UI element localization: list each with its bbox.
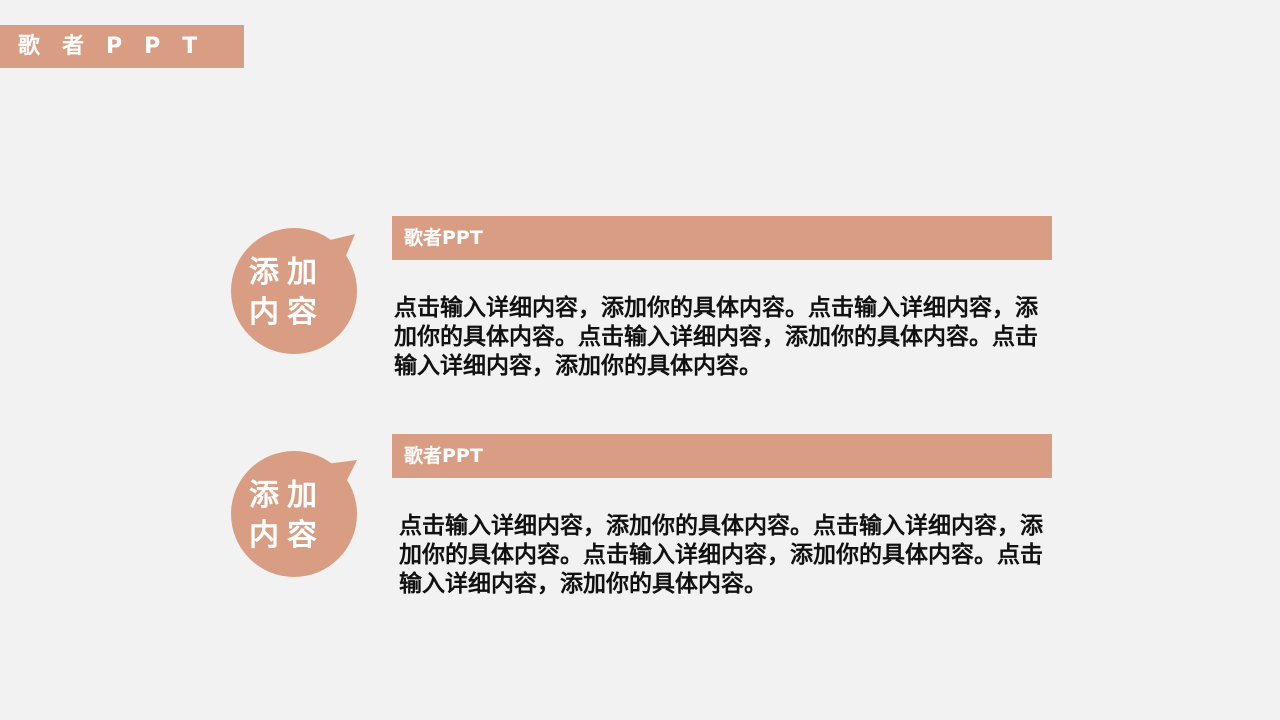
section-body-text-1: 点击输入详细内容，添加你的具体内容。点击输入详细内容，添加你的具体内容。点击输入… (394, 295, 1038, 379)
speech-bubble-2: 添加内容 (231, 450, 359, 578)
section-body-text-2: 点击输入详细内容，添加你的具体内容。点击输入详细内容，添加你的具体内容。点击输入… (399, 513, 1043, 597)
section-title-bar-1: 歌者PPT (392, 216, 1052, 260)
header-tag: 歌者PPT (0, 25, 244, 68)
bubble-label: 添加内容 (249, 255, 325, 330)
speech-bubble-shape-icon (231, 228, 357, 354)
speech-bubble-1: 添加内容 (231, 227, 359, 355)
speech-bubble-shape-icon (231, 451, 357, 577)
section-title-bar-2: 歌者PPT (392, 434, 1052, 478)
bubble-label: 添加内容 (249, 478, 325, 553)
